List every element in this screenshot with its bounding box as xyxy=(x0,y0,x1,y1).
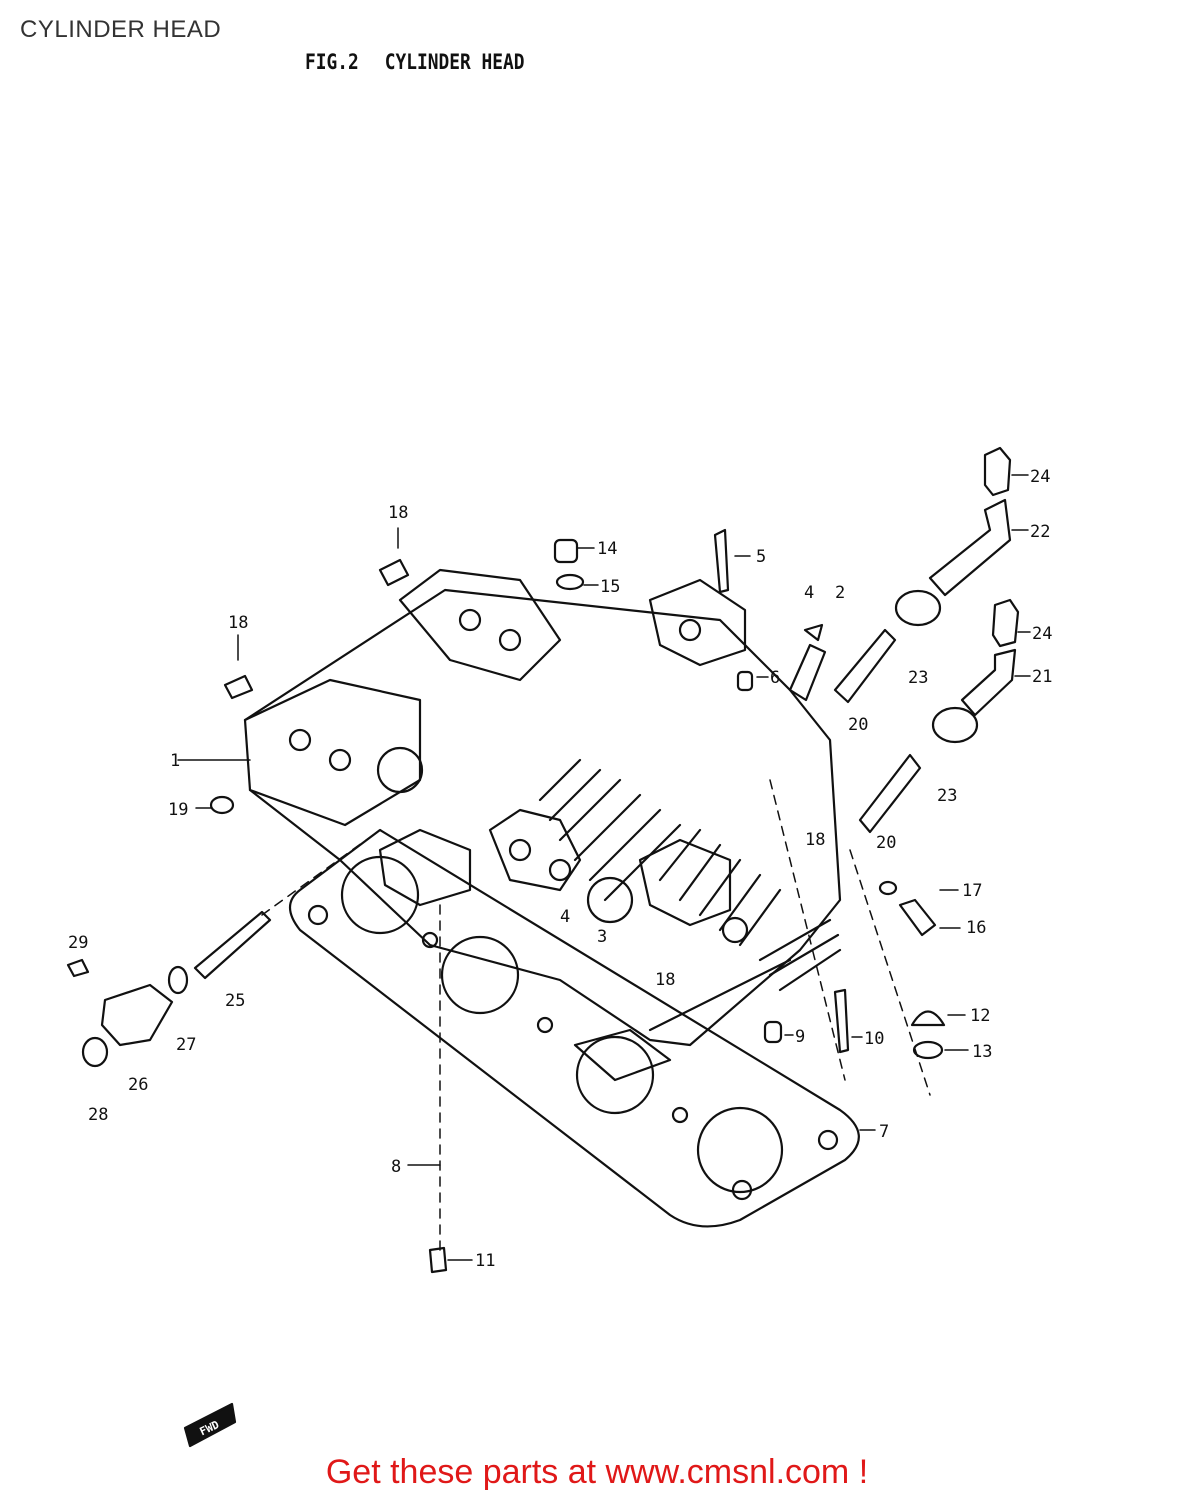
leader-lines xyxy=(177,474,1031,1261)
callout-number: 22 xyxy=(1030,522,1050,542)
callout-number: 11 xyxy=(475,1251,495,1271)
callout-number: 27 xyxy=(176,1035,196,1055)
head-gasket xyxy=(288,828,860,1228)
callout-number: 20 xyxy=(876,833,896,853)
page-title: CYLINDER HEAD xyxy=(20,16,222,43)
figure-title-text: CYLINDER HEAD xyxy=(384,50,525,74)
callout-number: 20 xyxy=(848,715,868,735)
callout-number: 2 xyxy=(835,583,845,603)
callout-number: 10 xyxy=(864,1029,884,1049)
callout-number: 23 xyxy=(937,786,957,806)
callout-number: 23 xyxy=(908,668,928,688)
callout-number: 18 xyxy=(228,613,248,633)
callout-number: 15 xyxy=(600,577,620,597)
callout-number: 29 xyxy=(68,933,88,953)
callout-number: 28 xyxy=(88,1105,108,1125)
callout-number: 21 xyxy=(1032,667,1052,687)
callout-number: 13 xyxy=(972,1042,992,1062)
footer-link[interactable]: Get these parts at www.cmsnl.com ! xyxy=(325,1453,869,1491)
callout-number: 4 xyxy=(560,907,570,927)
cylinder-head-block xyxy=(243,568,842,1047)
callout-number: 12 xyxy=(970,1006,990,1026)
callout-number: 24 xyxy=(1030,467,1050,487)
callout-number: 8 xyxy=(391,1157,401,1177)
callout-number: 5 xyxy=(756,547,766,567)
small-parts xyxy=(66,446,1020,1274)
callout-number: 6 xyxy=(770,668,780,688)
callout-number: 18 xyxy=(388,503,408,523)
figure-title: FIG.2 CYLINDER HEAD xyxy=(305,50,525,74)
callout-number: 26 xyxy=(128,1075,148,1095)
callout-number: 18 xyxy=(805,830,825,850)
callout-number: 3 xyxy=(597,927,607,947)
callout-number: 16 xyxy=(966,918,986,938)
callout-number: 19 xyxy=(168,800,188,820)
callout-number: 4 xyxy=(804,583,814,603)
callout-number: 17 xyxy=(962,881,982,901)
fwd-arrow-icon xyxy=(183,1402,237,1448)
callout-numbers: 1 2 3 4 4 5 6 7 8 9 10 11 12 13 14 15 16… xyxy=(68,467,1052,1271)
callout-number: 1 xyxy=(170,751,180,771)
callout-number: 18 xyxy=(655,970,675,990)
figure-label: FIG.2 xyxy=(305,50,359,74)
callout-number: 25 xyxy=(225,991,245,1011)
callout-number: 7 xyxy=(879,1122,889,1142)
callout-number: 9 xyxy=(795,1027,805,1047)
callout-number: 14 xyxy=(597,539,617,559)
callout-number: 24 xyxy=(1032,624,1052,644)
